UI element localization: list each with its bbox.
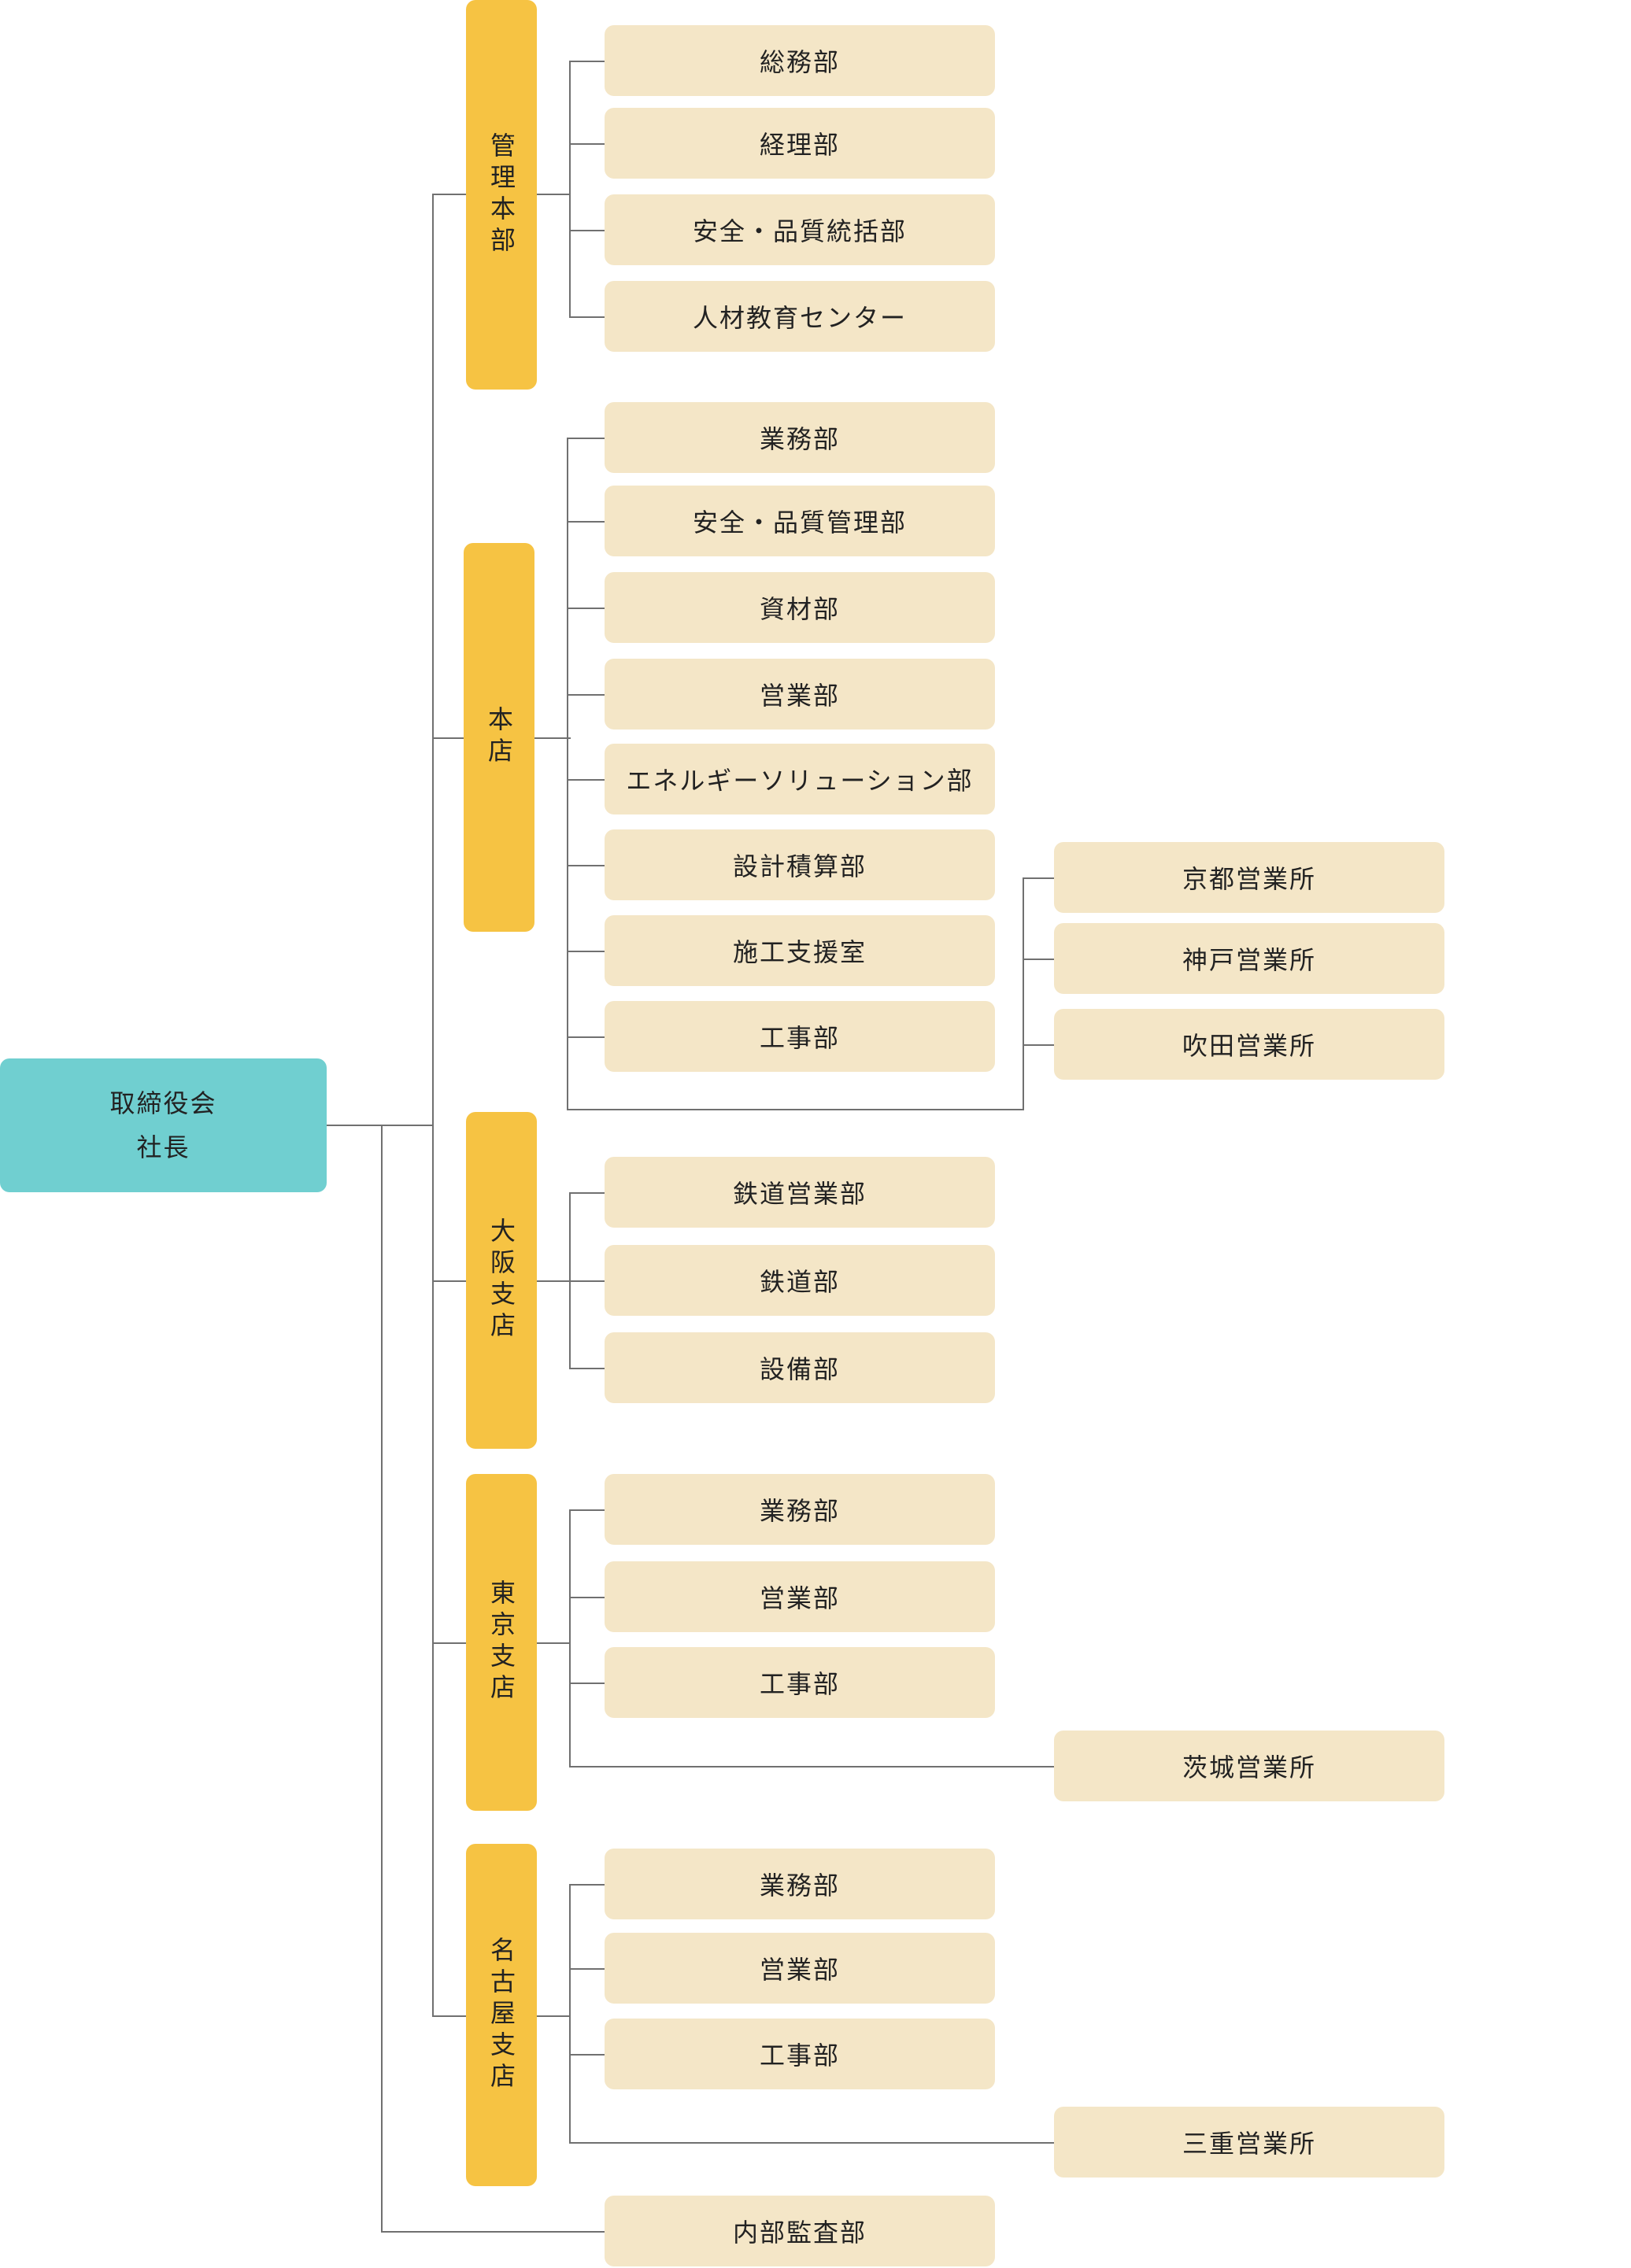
connector-line [535, 194, 571, 195]
connector-line [567, 1109, 1024, 1110]
connector-line [569, 61, 605, 62]
branch-label: 名古屋支店 [486, 1936, 516, 2094]
connector-line [569, 316, 605, 318]
connector-line [567, 951, 605, 952]
branch-nagoya[interactable]: 名古屋支店 [466, 1844, 537, 2186]
dept-box[interactable]: 営業部 [605, 1933, 995, 2004]
connector-line [567, 438, 605, 439]
connector-line [569, 61, 571, 318]
connector-line [567, 608, 605, 609]
connector-line [567, 694, 605, 696]
connector-line [569, 1884, 605, 1886]
branch-kanri-honbu[interactable]: 管理本部 [466, 0, 537, 390]
dept-box[interactable]: 鉄道部 [605, 1245, 995, 1316]
connector-line [1023, 1044, 1054, 1046]
dept-box[interactable]: 工事部 [605, 2019, 995, 2089]
dept-box[interactable]: 営業部 [605, 659, 995, 730]
dept-box[interactable]: 業務部 [605, 402, 995, 473]
dept-box[interactable]: 経理部 [605, 108, 995, 179]
connector-line [569, 1192, 605, 1194]
dept-box[interactable]: 安全・品質管理部 [605, 486, 995, 556]
branch-label: 管理本部 [486, 131, 516, 258]
connector-line [535, 1280, 571, 1282]
dept-box[interactable]: 設計積算部 [605, 829, 995, 900]
office-box[interactable]: 三重営業所 [1054, 2107, 1444, 2178]
dept-box[interactable]: 業務部 [605, 1849, 995, 1919]
connector-line [569, 1597, 605, 1598]
dept-box[interactable]: 施工支援室 [605, 915, 995, 986]
connector-line [569, 2054, 605, 2056]
connector-line [569, 1509, 571, 1767]
branch-honten[interactable]: 本店 [464, 543, 534, 932]
connector-line [567, 779, 605, 781]
dept-box[interactable]: 工事部 [605, 1001, 995, 1072]
branch-osaka[interactable]: 大阪支店 [466, 1112, 537, 1449]
office-box[interactable]: 吹田営業所 [1054, 1009, 1444, 1080]
connector-line [567, 1036, 605, 1038]
board-president-box[interactable]: 取締役会 社長 [0, 1058, 327, 1192]
office-box[interactable]: 神戸営業所 [1054, 923, 1444, 994]
connector-line [535, 2015, 571, 2017]
connector-line [381, 1125, 383, 2233]
connector-line [1023, 877, 1054, 879]
connector-line [567, 438, 568, 1110]
connector-line [535, 1642, 571, 1644]
connector-line [569, 143, 605, 145]
connector-line [533, 737, 571, 739]
dept-box[interactable]: 営業部 [605, 1561, 995, 1632]
dept-box[interactable]: 総務部 [605, 25, 995, 96]
board-label: 取締役会 [109, 1088, 217, 1118]
connector-line [569, 1884, 571, 2144]
connector-line [432, 1642, 466, 1644]
dept-box[interactable]: 鉄道営業部 [605, 1157, 995, 1228]
branch-label: 大阪支店 [486, 1217, 516, 1343]
branch-label: 本店 [484, 706, 514, 769]
connector-line [569, 2142, 1054, 2144]
internal-audit-box[interactable]: 内部監査部 [605, 2196, 995, 2266]
connector-line [569, 1368, 605, 1369]
connector-line [569, 1968, 605, 1970]
connector-line [432, 194, 434, 2017]
dept-box[interactable]: 設備部 [605, 1332, 995, 1403]
connector-line [569, 1683, 605, 1684]
connector-line [1023, 959, 1054, 960]
president-label: 社長 [136, 1132, 190, 1162]
dept-box[interactable]: 業務部 [605, 1474, 995, 1545]
connector-line [381, 2231, 605, 2233]
connector-line [569, 230, 605, 231]
dept-box[interactable]: エネルギーソリューション部 [605, 744, 995, 814]
connector-line [432, 737, 464, 739]
dept-box[interactable]: 安全・品質統括部 [605, 194, 995, 265]
connector-line [569, 1280, 605, 1282]
connector-line [567, 521, 605, 523]
dept-box[interactable]: 人材教育センター [605, 281, 995, 352]
connector-line [432, 194, 466, 195]
dept-box[interactable]: 資材部 [605, 572, 995, 643]
connector-line [569, 1509, 605, 1511]
connector-line [432, 1280, 466, 1282]
connector-line [432, 2015, 466, 2017]
office-box[interactable]: 茨城営業所 [1054, 1731, 1444, 1801]
branch-tokyo[interactable]: 東京支店 [466, 1474, 537, 1811]
branch-label: 東京支店 [486, 1579, 516, 1705]
office-box[interactable]: 京都営業所 [1054, 842, 1444, 913]
dept-box[interactable]: 工事部 [605, 1647, 995, 1718]
connector-line [569, 1766, 1054, 1767]
connector-line [567, 865, 605, 866]
connector-line [327, 1125, 433, 1126]
connector-line [1023, 877, 1024, 1110]
